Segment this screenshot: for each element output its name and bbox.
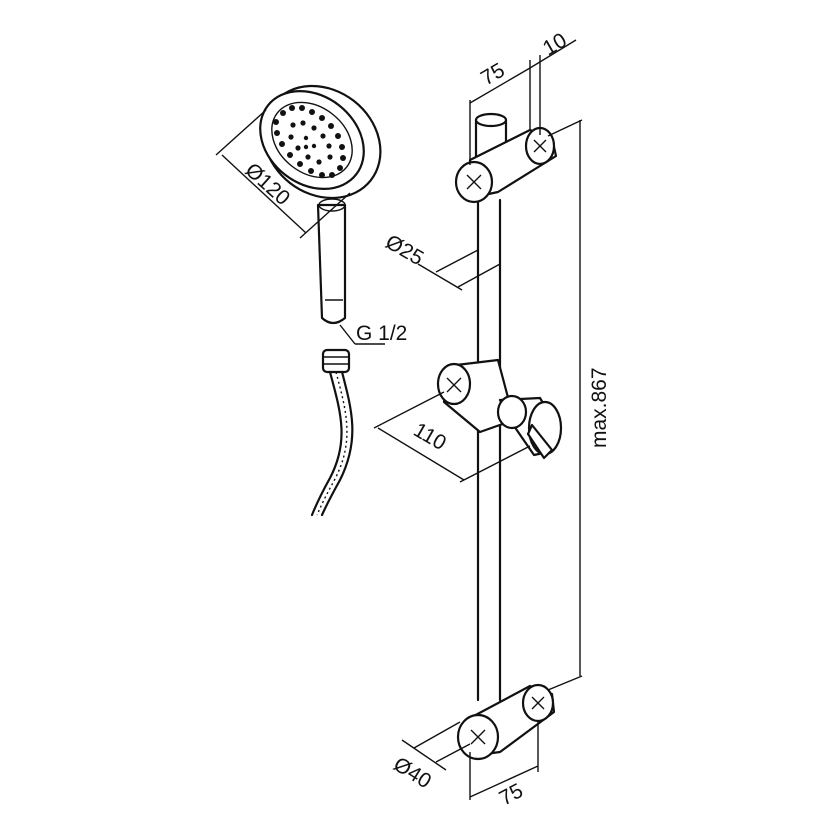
thread-label: G 1/2: [356, 322, 407, 345]
bar-length-label: max.867: [588, 367, 611, 448]
bottom-wall-bracket-icon: [456, 683, 556, 761]
bar-length-dimension: max.867: [547, 119, 611, 691]
thread-dimension: G 1/2: [339, 322, 407, 345]
hand-shower-icon: [259, 84, 382, 325]
top-clearance-label: 10: [539, 29, 571, 61]
top-wall-bracket-icon: [454, 126, 558, 204]
slider-holder-icon: [436, 358, 563, 460]
nozzle-pattern-icon: [273, 105, 346, 178]
bar-diameter-label: Ø25: [382, 230, 428, 270]
bar-diameter-dimension: Ø25: [382, 230, 501, 291]
bracket-diameter-label: Ø40: [389, 753, 435, 794]
slide-bar-icon: [436, 112, 563, 761]
shower-hose-icon: [310, 348, 354, 517]
holder-width-label: 110: [410, 418, 450, 455]
top-offset-label: 75: [477, 59, 509, 91]
